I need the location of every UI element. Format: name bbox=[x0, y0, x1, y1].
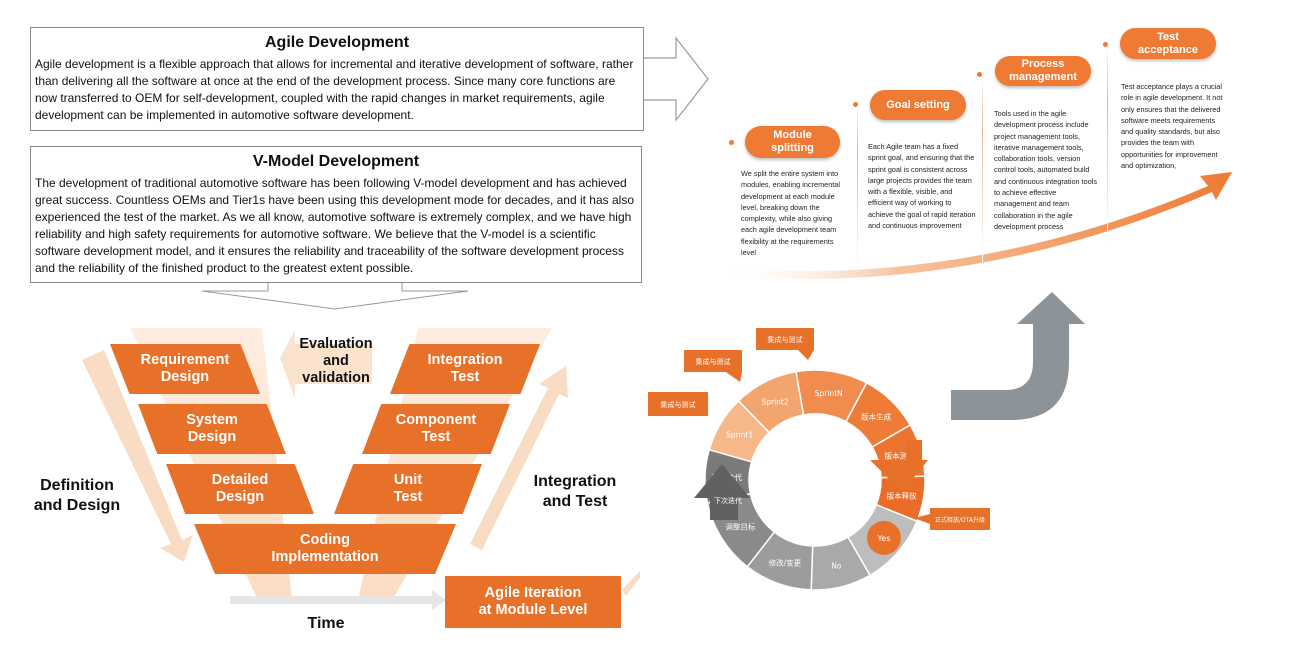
integration-test-callout bbox=[756, 328, 814, 360]
cycle-segment-label: 版本释放 bbox=[887, 490, 917, 500]
goal-setting-label: Goal setting bbox=[886, 98, 950, 111]
v-model-text: The development of traditional automotiv… bbox=[35, 176, 635, 275]
phase-dot bbox=[729, 140, 734, 145]
cycle-segment-label: 版本测试 bbox=[885, 451, 915, 461]
time-label: Time bbox=[307, 615, 345, 632]
phase-dot bbox=[977, 72, 982, 77]
cycle-segment-label: 版本生成 bbox=[861, 412, 891, 422]
release-note-label: 正式释放/OTA升级 bbox=[935, 516, 985, 524]
yes-circle bbox=[866, 520, 901, 555]
cycle-segment-label: SprintN bbox=[815, 389, 843, 398]
cycle-segment bbox=[737, 370, 805, 434]
yes-label: Yes bbox=[876, 534, 890, 543]
next-iteration-arrow bbox=[694, 464, 750, 520]
module-splitting-desc: We split the entire system into modules,… bbox=[741, 169, 840, 258]
goal-setting-pill: Goal setting bbox=[870, 90, 966, 120]
definition-arrow bbox=[82, 350, 193, 562]
integration-test-callout-label: 集成与测试 bbox=[768, 335, 803, 344]
next-iteration-arrow-label: 下次迭代 bbox=[714, 496, 742, 505]
cycle-segment-label: Sprint1 bbox=[726, 431, 753, 440]
integration-arrow bbox=[470, 366, 568, 550]
integration-test-callout-label: 集成与测试 bbox=[696, 357, 731, 366]
v-model-title: V-Model Development bbox=[252, 153, 420, 170]
gray-up-arrow bbox=[951, 292, 1085, 420]
goal-setting-desc: Each Agile team has a fixed sprint goal,… bbox=[868, 142, 976, 231]
phase-dot bbox=[1103, 42, 1108, 47]
release-arrow bbox=[870, 440, 928, 492]
phase-separator bbox=[1107, 42, 1108, 242]
cycle-segment-label: No bbox=[831, 561, 842, 570]
phase-separator bbox=[982, 72, 983, 262]
integration-test-callout bbox=[684, 350, 742, 382]
cycle-segment-label: Sprint2 bbox=[761, 398, 788, 407]
v-model-box: V-Model Development The development of t… bbox=[30, 146, 642, 283]
cycle-segment-label: 修改/变更 bbox=[769, 558, 802, 568]
test-acceptance-desc: Test acceptance plays a crucial role in … bbox=[1121, 82, 1223, 171]
agile-development-title: Agile Development bbox=[264, 34, 410, 51]
hollow-down-arrow bbox=[201, 283, 469, 310]
phase-separator bbox=[857, 100, 858, 270]
agile-development-box: Agile Development Agile development is a… bbox=[30, 27, 644, 131]
agile-iteration-arrow bbox=[622, 570, 640, 596]
phase-dot bbox=[853, 102, 858, 107]
release-note-box bbox=[914, 508, 990, 530]
hollow-right-arrow bbox=[644, 36, 709, 122]
process-management-desc: Tools used in the agile development proc… bbox=[994, 109, 1098, 231]
time-arrow bbox=[230, 590, 446, 610]
integration-test-callout-label: 集成与测试 bbox=[661, 400, 696, 409]
cycle-segment-label: 调整目标 bbox=[725, 522, 755, 532]
agile-development-text: Agile development is a flexible approach… bbox=[35, 57, 634, 122]
evaluation-arrow bbox=[280, 330, 372, 398]
progress-curve-arrow bbox=[720, 172, 1232, 280]
integration-test-callout bbox=[648, 392, 708, 416]
